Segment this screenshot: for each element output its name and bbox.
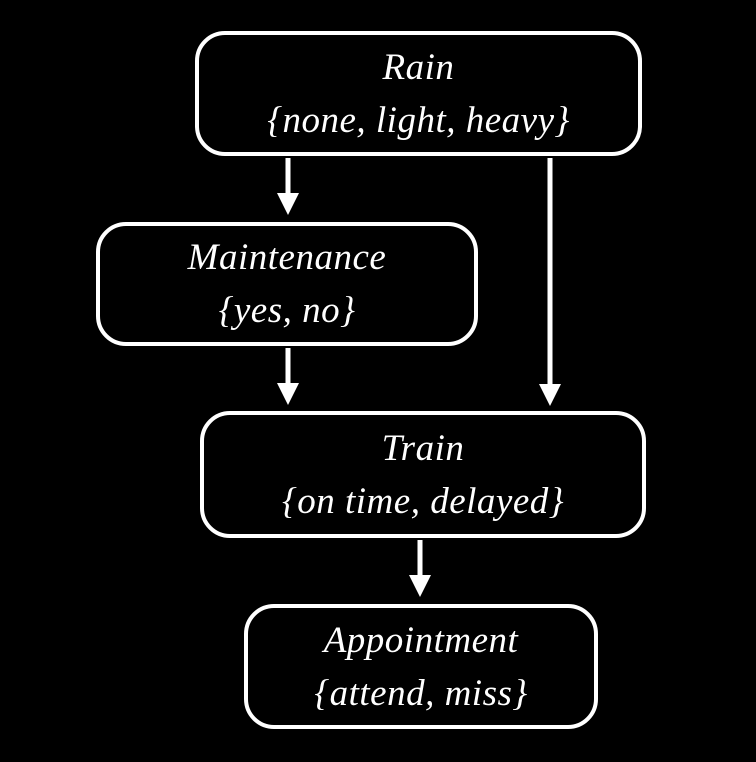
edge-rain-to-train-arrow	[539, 158, 561, 406]
node-train-values: {on time, delayed}	[281, 480, 565, 522]
node-maintenance-label: Maintenance	[187, 237, 387, 278]
node-appointment: Appointment {attend, miss}	[244, 604, 598, 729]
node-appointment-label: Appointment	[323, 619, 519, 661]
edge-maintenance-to-train-arrow	[277, 348, 299, 405]
edge-train-to-appointment-arrow	[409, 540, 431, 597]
edge-rain-to-maintenance-arrow	[277, 158, 299, 215]
node-rain-label: Rain	[382, 46, 455, 88]
node-train: Train {on time, delayed}	[200, 411, 646, 538]
node-train-label: Train	[381, 427, 465, 469]
node-appointment-values: {attend, miss}	[314, 672, 528, 714]
node-maintenance-values: {yes, no}	[218, 290, 356, 331]
node-rain-values: {none, light, heavy}	[267, 99, 570, 141]
node-rain: Rain {none, light, heavy}	[195, 31, 642, 156]
node-maintenance: Maintenance {yes, no}	[96, 222, 478, 346]
